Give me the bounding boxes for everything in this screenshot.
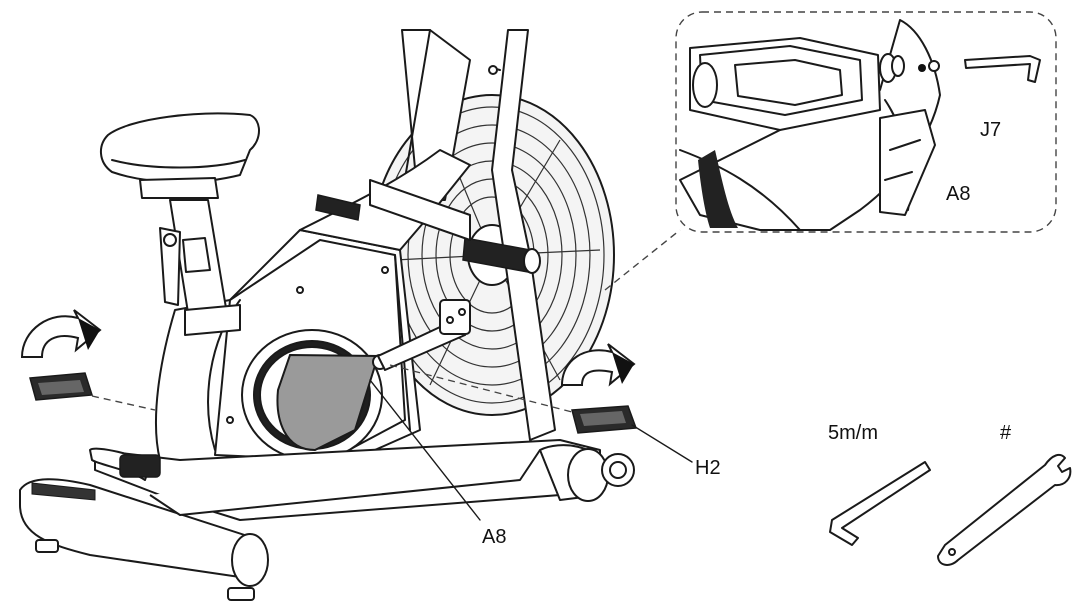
right-pedal-h2 <box>571 405 638 434</box>
base-frame <box>19 439 635 601</box>
handle-grips <box>315 179 541 274</box>
label-a8-inset: A8 <box>946 183 970 205</box>
label-allen-key-size: 5m/m <box>828 422 878 444</box>
rotate-arrow-icon <box>20 309 102 358</box>
allen-key-icon <box>829 461 931 546</box>
detail-inset <box>675 11 1057 233</box>
right-pedal-axis-line <box>389 364 573 413</box>
pedal-wrench-icon <box>937 453 1072 566</box>
crank-cover-a8 <box>276 353 380 452</box>
inset-connector-line <box>604 229 681 291</box>
label-h2: H2 <box>695 457 721 479</box>
rotate-arrow-icon <box>560 343 636 387</box>
label-a8: A8 <box>482 526 506 548</box>
seat-assembly <box>100 112 260 336</box>
label-j7: J7 <box>980 119 1001 141</box>
crank-assembly <box>241 299 471 461</box>
left-pedal <box>29 372 93 401</box>
a8-leader <box>369 379 481 521</box>
h2-leader <box>631 424 693 463</box>
left-pedal-axis-line <box>91 395 156 411</box>
label-wrench: # <box>1000 422 1012 444</box>
